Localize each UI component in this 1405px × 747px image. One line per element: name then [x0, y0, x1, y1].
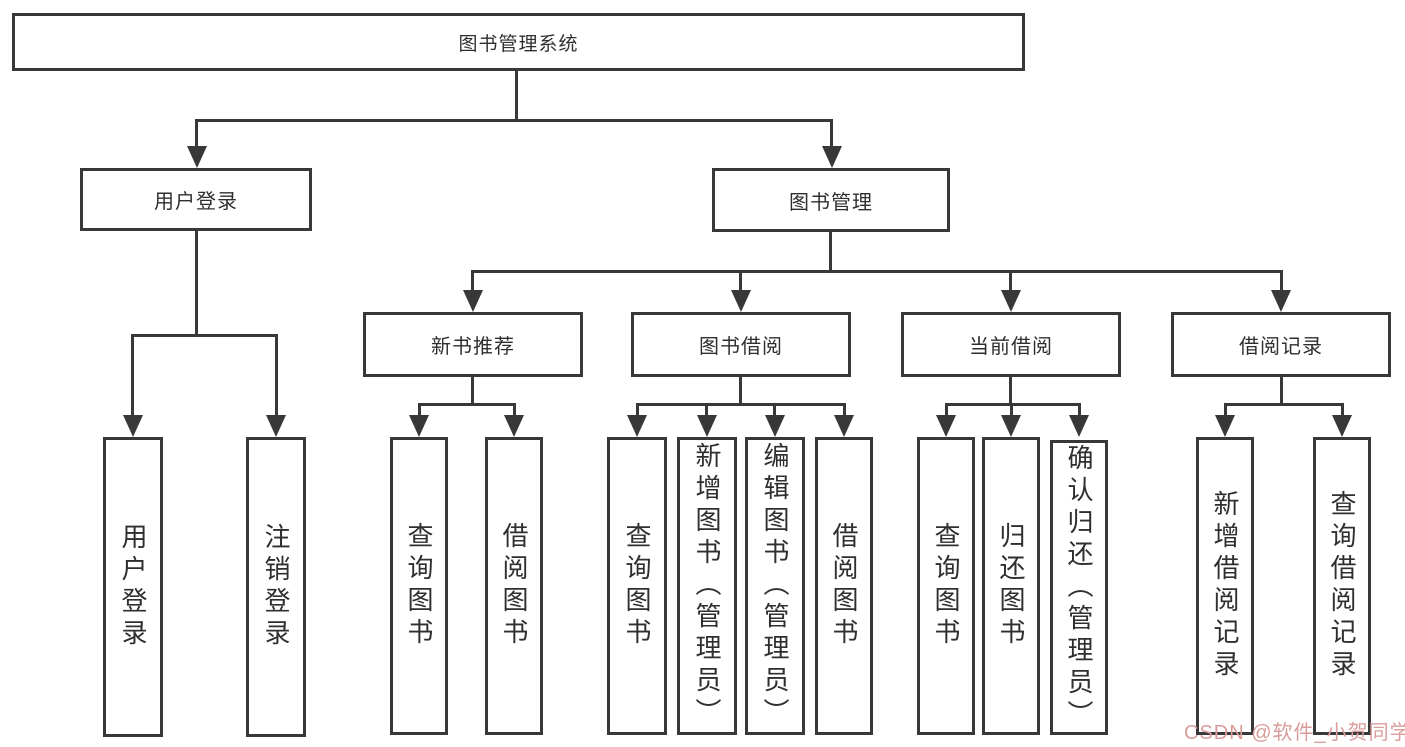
- arrow-down-icon: [834, 415, 854, 437]
- connector-line: [1009, 270, 1012, 292]
- connector-line: [1280, 270, 1283, 292]
- connector-line: [945, 403, 948, 418]
- connector-line: [418, 403, 421, 418]
- node-book-management: 图书管理: [712, 168, 950, 232]
- arrow-down-icon: [1001, 290, 1021, 312]
- node-label: 借阅记录: [1239, 336, 1323, 358]
- connector-line: [515, 71, 518, 122]
- connector-line: [1280, 377, 1283, 406]
- leaf-label: 查询借阅记录: [1327, 490, 1357, 682]
- node-library-management-system: 图书管理系统: [12, 13, 1025, 71]
- leaf-return-books: 归还图书: [982, 437, 1040, 735]
- arrow-down-icon: [1069, 415, 1089, 437]
- connector-line: [131, 334, 134, 418]
- leaf-edit-books-admin: 编辑图书（管理员）: [745, 437, 805, 735]
- leaf-add-borrow-record: 新增借阅记录: [1196, 437, 1254, 735]
- arrow-down-icon: [187, 146, 207, 168]
- arrow-down-icon: [266, 415, 286, 437]
- leaf-label: 新增图书（管理员）: [692, 442, 722, 730]
- leaf-query-books: 查询图书: [607, 437, 667, 735]
- node-label: 图书借阅: [699, 336, 783, 358]
- leaf-label: 新增借阅记录: [1210, 490, 1240, 682]
- connector-line: [1341, 403, 1344, 418]
- arrow-down-icon: [697, 415, 717, 437]
- node-new-book-recommend: 新书推荐: [363, 312, 583, 377]
- leaf-label: 借阅图书: [499, 522, 529, 650]
- leaf-label: 借阅图书: [829, 522, 859, 650]
- node-label: 用户登录: [154, 191, 238, 213]
- connector-line: [1224, 403, 1344, 406]
- node-current-borrowing: 当前借阅: [901, 312, 1121, 377]
- arrow-down-icon: [1215, 415, 1235, 437]
- arrow-down-icon: [765, 415, 785, 437]
- connector-line: [636, 403, 846, 406]
- arrow-down-icon: [1332, 415, 1352, 437]
- leaf-query-books: 查询图书: [390, 437, 448, 735]
- leaf-label: 编辑图书（管理员）: [760, 442, 790, 730]
- connector-line: [1009, 377, 1012, 406]
- connector-line: [1078, 403, 1081, 418]
- arrow-down-icon: [822, 146, 842, 168]
- leaf-label: 注销登录: [261, 523, 291, 651]
- node-label: 新书推荐: [431, 336, 515, 358]
- connector-line: [773, 403, 776, 418]
- node-user-login: 用户登录: [80, 168, 312, 231]
- connector-line: [471, 270, 1283, 273]
- connector-line: [739, 377, 742, 406]
- leaf-borrow-books: 借阅图书: [485, 437, 543, 735]
- connector-line: [636, 403, 639, 418]
- connector-line: [829, 232, 832, 273]
- connector-line: [513, 403, 516, 418]
- node-borrowing-records: 借阅记录: [1171, 312, 1391, 377]
- connector-line: [739, 270, 742, 292]
- connector-line: [471, 270, 474, 292]
- connector-line: [418, 403, 516, 406]
- node-label: 图书管理系统: [458, 33, 579, 55]
- leaf-add-books-admin: 新增图书（管理员）: [677, 437, 737, 735]
- leaf-label: 确认归还（管理员）: [1064, 443, 1094, 732]
- connector-line: [131, 334, 278, 337]
- connector-line: [195, 119, 833, 122]
- leaf-label: 查询图书: [404, 522, 434, 650]
- arrow-down-icon: [731, 290, 751, 312]
- leaf-confirm-return-admin: 确认归还（管理员）: [1050, 440, 1108, 735]
- connector-line: [830, 119, 833, 149]
- leaf-query-borrow-record: 查询借阅记录: [1313, 437, 1371, 735]
- connector-line: [1224, 403, 1227, 418]
- csdn-watermark: CSDN @软件_小贺同学: [1184, 722, 1405, 744]
- node-book-borrowing: 图书借阅: [631, 312, 851, 377]
- leaf-user-login: 用户登录: [103, 437, 163, 737]
- arrow-down-icon: [627, 415, 647, 437]
- connector-line: [275, 334, 278, 418]
- leaf-label: 查询图书: [931, 522, 961, 650]
- arrow-down-icon: [463, 290, 483, 312]
- leaf-logout: 注销登录: [246, 437, 306, 737]
- node-label: 当前借阅: [969, 336, 1053, 358]
- arrow-down-icon: [1271, 290, 1291, 312]
- connector-line: [843, 403, 846, 418]
- leaf-query-books: 查询图书: [917, 437, 975, 735]
- arrow-down-icon: [123, 415, 143, 437]
- arrow-down-icon: [409, 415, 429, 437]
- connector-line: [195, 119, 198, 149]
- leaf-label: 查询图书: [622, 522, 652, 650]
- arrow-down-icon: [936, 415, 956, 437]
- connector-line: [195, 231, 198, 337]
- leaf-borrow-books: 借阅图书: [815, 437, 873, 735]
- leaf-label: 归还图书: [996, 522, 1026, 650]
- connector-line: [471, 377, 474, 406]
- leaf-label: 用户登录: [118, 523, 148, 651]
- arrow-down-icon: [1001, 415, 1021, 437]
- connector-line: [1010, 403, 1013, 418]
- connector-line: [705, 403, 708, 418]
- connector-line: [945, 403, 1081, 406]
- arrow-down-icon: [504, 415, 524, 437]
- node-label: 图书管理: [789, 191, 873, 214]
